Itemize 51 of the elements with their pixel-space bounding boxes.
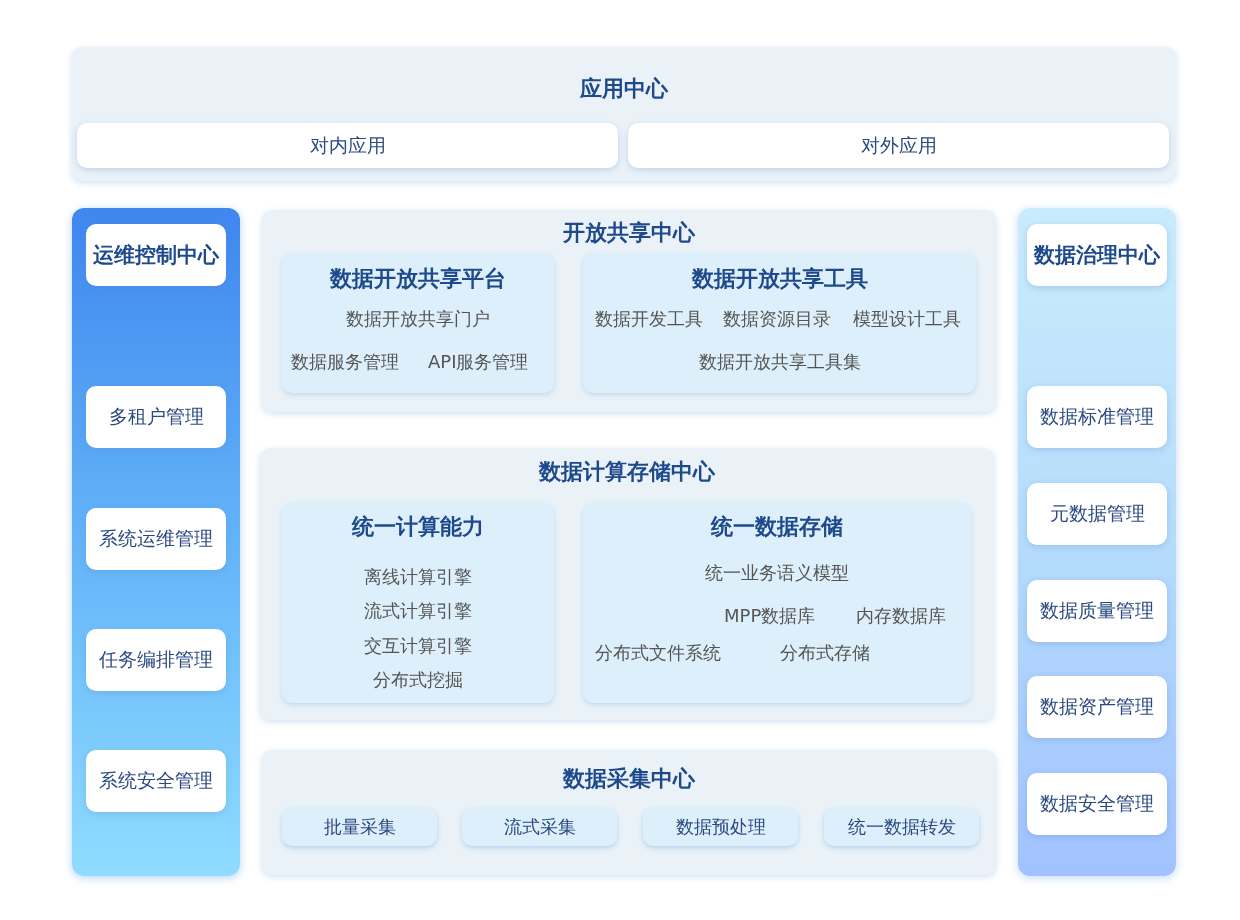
item-text: 离线计算引擎 xyxy=(364,565,472,589)
item-box: 任务编排管理 xyxy=(86,629,226,691)
item-box: 对外应用 xyxy=(628,123,1169,168)
item-box: 系统运维管理 xyxy=(86,508,226,570)
item-text: 内存数据库 xyxy=(856,604,946,628)
heading-box: 运维控制中心 xyxy=(86,224,226,286)
section-heading: 统一数据存储 xyxy=(711,513,843,541)
module-card xyxy=(282,503,554,703)
column-panel xyxy=(1018,208,1176,876)
item-chip: 数据预处理 xyxy=(643,808,798,846)
section-panel xyxy=(72,47,1176,181)
item-box: 系统安全管理 xyxy=(86,750,226,812)
section-heading: 开放共享中心 xyxy=(563,219,695,247)
item-text: API服务管理 xyxy=(428,350,529,374)
column-panel xyxy=(72,208,240,876)
item-box: 对内应用 xyxy=(77,123,618,168)
item-box: 元数据管理 xyxy=(1027,483,1167,545)
section-panel xyxy=(260,448,994,720)
item-chip: 批量采集 xyxy=(282,808,437,846)
item-text: 数据资源目录 xyxy=(723,307,831,331)
module-card xyxy=(282,253,554,393)
item-text: 模型设计工具 xyxy=(853,307,961,331)
item-box: 多租户管理 xyxy=(86,386,226,448)
item-box: 数据安全管理 xyxy=(1027,773,1167,835)
item-text: 分布式文件系统 xyxy=(595,641,721,665)
section-heading: 数据采集中心 xyxy=(563,765,695,793)
section-heading: 数据开放共享工具 xyxy=(691,265,868,293)
item-text: 数据服务管理 xyxy=(291,350,399,374)
item-text: 数据开放共享门户 xyxy=(346,307,490,331)
section-heading: 数据计算存储中心 xyxy=(539,458,715,486)
item-box: 数据质量管理 xyxy=(1027,580,1167,642)
heading-box: 数据治理中心 xyxy=(1027,224,1167,286)
item-text: 分布式存储 xyxy=(780,641,870,665)
section-heading: 数据开放共享平台 xyxy=(330,265,506,293)
module-card xyxy=(583,503,971,703)
item-text: 统一业务语义模型 xyxy=(705,561,849,585)
item-chip: 统一数据转发 xyxy=(824,808,979,846)
item-text: MPP数据库 xyxy=(724,604,816,628)
item-text: 流式计算引擎 xyxy=(364,599,472,623)
item-text: 交互计算引擎 xyxy=(364,634,472,658)
section-heading: 应用中心 xyxy=(580,75,668,103)
item-chip: 流式采集 xyxy=(462,808,617,846)
item-text: 数据开发工具 xyxy=(595,307,703,331)
section-heading: 统一计算能力 xyxy=(352,513,484,541)
section-panel xyxy=(262,750,996,875)
item-text: 数据开放共享工具集 xyxy=(698,350,861,374)
item-box: 数据标准管理 xyxy=(1027,386,1167,448)
item-box: 数据资产管理 xyxy=(1027,676,1167,738)
section-panel xyxy=(262,210,996,412)
item-text: 分布式挖掘 xyxy=(373,668,463,692)
module-card xyxy=(583,253,976,393)
